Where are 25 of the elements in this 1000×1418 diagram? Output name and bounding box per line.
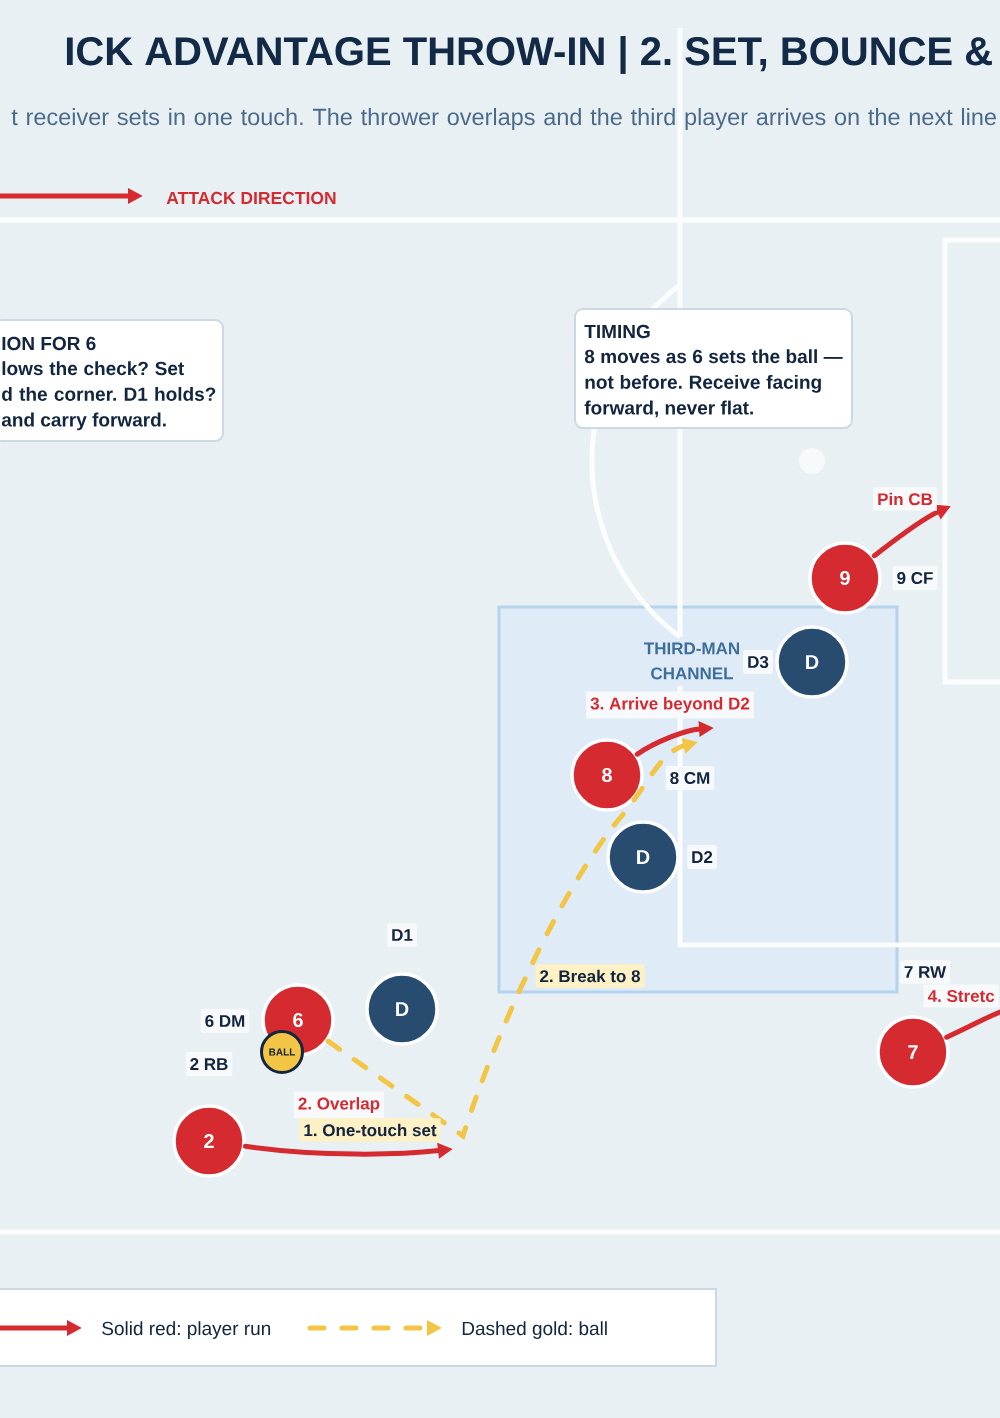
player-label: 2 RB: [185, 1052, 233, 1076]
zone-label: THIRD-MAN CHANNEL: [644, 642, 739, 680]
edge-label: 4. Stretc: [923, 984, 999, 1008]
run-line: [944, 1009, 1000, 1040]
callout-text: 8 moves as 6 sets the ball — not before. Receive facing forward, never flat.: [584, 349, 843, 418]
callout-box: [574, 308, 853, 429]
edge-label: 3. Arrive beyond D2: [586, 691, 754, 719]
player-label: D2: [687, 845, 717, 869]
player-label: 9 CF: [892, 566, 938, 591]
legend-label: Solid red: player run: [102, 1321, 271, 1339]
callout-heading: ION FOR 6: [2, 336, 96, 351]
pass-label: 2. Break to 8: [535, 964, 645, 988]
callout-text: lows the check? Set d the corner. D1 holds? and carry forward.: [1, 361, 216, 431]
player-label: D3: [743, 650, 773, 675]
edge-label: Pin CB: [873, 487, 937, 511]
player-label: D1: [387, 923, 417, 947]
callout-heading: TIMING: [584, 324, 650, 339]
callout-box: [0, 319, 224, 442]
player-label: 7 RW: [899, 960, 951, 984]
subtitle: t receiver sets in one touch. The thrower overlaps and the third player arrives on the next line: [11, 108, 996, 130]
edge-label: 1. One-touch set: [299, 1118, 441, 1142]
title: ICK ADVANTAGE THROW-IN | 2. SET, BOUNCE &: [66, 36, 992, 74]
edge-label: 2. Overlap: [293, 1091, 385, 1119]
direction-label: ATTACK DIRECTION: [166, 191, 336, 205]
legend-label: Dashed gold: ball: [462, 1321, 607, 1339]
